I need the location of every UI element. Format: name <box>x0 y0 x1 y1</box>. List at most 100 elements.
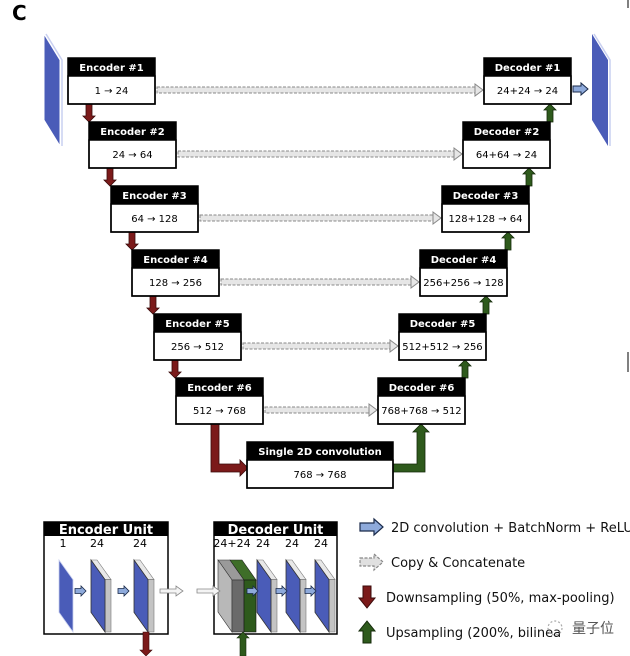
upsampling-arrow <box>479 295 493 315</box>
up-arrow-icon <box>357 620 377 644</box>
legend-item: 2D convolution + BatchNorm + ReLU <box>359 517 630 537</box>
upsampling-arrow <box>543 103 557 123</box>
encoder-block-6-title: Encoder #6 <box>187 383 251 394</box>
copy-concatenate-arrow <box>156 83 484 97</box>
encoder-block-6: Encoder #6 512 → 768 <box>175 377 264 425</box>
decoder-unit-title: Decoder Unit <box>228 523 324 538</box>
encoder-block-2: Encoder #2 24 → 64 <box>88 121 177 169</box>
encoder-unit-title: Encoder Unit <box>59 523 153 538</box>
encoder-block-4-channels: 128 → 256 <box>149 278 202 289</box>
encoder-block-2-header <box>89 122 176 140</box>
conv-arrow-icon <box>304 585 317 597</box>
legend-text: Downsampling (50%, max-pooling) <box>386 591 615 606</box>
decoder-unit-channel-label: 24 <box>314 537 328 550</box>
decoder-block-1-header <box>484 58 571 76</box>
copy-arrow-exit <box>159 585 184 597</box>
copy-arrow-icon <box>359 552 384 572</box>
legend-text: Upsampling (200%, bilinea <box>386 626 561 641</box>
decoder-block-4-title: Decoder #4 <box>431 255 497 266</box>
encoder-block-3-channels: 64 → 128 <box>131 214 178 225</box>
input-feature-map <box>43 32 63 148</box>
encoder-block-2-body <box>88 139 177 169</box>
encoder-block-4: Encoder #4 128 → 256 <box>131 249 220 297</box>
bottleneck-block-title: Single 2D convolution <box>258 447 381 458</box>
upsampling-arrow <box>236 631 250 656</box>
decoder-block-5-body <box>398 331 487 361</box>
encoder-block-3: Encoder #3 64 → 128 <box>110 185 199 233</box>
decoder-block-3-channels: 128+128 → 64 <box>448 214 522 225</box>
decoder-block-1-body <box>483 75 572 105</box>
encoder-block-4-title: Encoder #4 <box>143 255 207 266</box>
downsampling-arrow <box>146 295 160 315</box>
upsampling-arrow-bottleneck <box>392 423 430 473</box>
encoder-unit-channel-label: 1 <box>60 537 67 550</box>
decoder-block-4-channels: 256+256 → 128 <box>423 278 503 289</box>
decoder-unit-channel-label: 24+24 <box>213 537 250 550</box>
decoder-block-4-body <box>419 267 508 297</box>
encoder-block-1-body <box>67 75 156 105</box>
decoder-unit-channel-label: 24 <box>285 537 299 550</box>
encoder-block-1-title: Encoder #1 <box>79 63 143 74</box>
down-arrow-icon <box>357 585 377 609</box>
conv-arrow-output <box>572 81 589 97</box>
encoder-block-2-title: Encoder #2 <box>100 127 164 138</box>
downsampling-arrow <box>168 359 182 379</box>
encoder-block-1-channels: 1 → 24 <box>95 86 129 97</box>
copy-concatenate-arrow <box>199 211 442 225</box>
encoder-unit-channel-label: 24 <box>133 537 147 550</box>
copy-concatenate-arrow <box>220 275 420 289</box>
decoder-block-5-title: Decoder #5 <box>410 319 476 330</box>
conv-arrow-icon <box>117 585 130 597</box>
copy-concatenate-arrow <box>177 147 463 161</box>
encoder-block-6-channels: 512 → 768 <box>193 406 246 417</box>
encoder-block-2-channels: 24 → 64 <box>112 150 152 161</box>
decoder-block-4-header <box>420 250 507 268</box>
decoder-block-5: Decoder #5 512+512 → 256 <box>398 313 487 361</box>
upsampling-arrow <box>501 231 515 251</box>
encoder-block-5-header <box>154 314 241 332</box>
decoder-block-5-channels: 512+512 → 256 <box>402 342 482 353</box>
watermark: 量子位 <box>572 621 614 637</box>
decoder-block-3-title: Decoder #3 <box>453 191 519 202</box>
decoder-block-2-channels: 64+64 → 24 <box>476 150 537 161</box>
decoder-block-2-header <box>463 122 550 140</box>
downsampling-arrow <box>82 103 96 123</box>
output-feature-map <box>592 33 611 146</box>
encoder-unit-channel-label: 24 <box>90 537 104 550</box>
legend-item: Copy & Concatenate <box>359 552 525 572</box>
encoder-block-5-title: Encoder #5 <box>165 319 229 330</box>
encoder-block-6-header <box>176 378 263 396</box>
decoder-block-5-header <box>399 314 486 332</box>
decoder-unit-channel-label: 24 <box>256 537 270 550</box>
encoder-block-3-header <box>111 186 198 204</box>
encoder-block-3-title: Encoder #3 <box>122 191 186 202</box>
conv-arrow-icon <box>246 585 259 597</box>
decoder-block-3-body <box>441 203 530 233</box>
decoder-block-1-title: Decoder #1 <box>495 63 561 74</box>
bottleneck-block-channels: 768 → 768 <box>294 470 347 481</box>
decoder-block-2: Decoder #264+64 → 24 <box>462 121 551 169</box>
legend-text: Copy & Concatenate <box>391 556 525 571</box>
conv-arrow-icon <box>275 585 288 597</box>
copy-concatenate-arrow <box>264 403 378 417</box>
downsampling-arrow <box>125 231 139 251</box>
decoder-block-3-header <box>442 186 529 204</box>
decoder-block-6-header <box>378 378 465 396</box>
watermark-icon <box>547 620 563 636</box>
downsampling-arrow-bottleneck <box>210 423 249 477</box>
copy-arrow-entry <box>196 585 221 597</box>
bottleneck-block-header <box>247 442 393 460</box>
encoder-block-1-header <box>68 58 155 76</box>
bottleneck-block: Single 2D convolution 768 → 768 <box>246 441 394 489</box>
decoder-block-6-channels: 768+768 → 512 <box>381 406 461 417</box>
downsampling-arrow <box>139 631 153 656</box>
upsampling-arrow <box>522 167 536 187</box>
decoder-block-1-channels: 24+24 → 24 <box>497 86 558 97</box>
conv-arrow-icon <box>359 517 384 537</box>
upsampling-arrow <box>458 359 472 379</box>
